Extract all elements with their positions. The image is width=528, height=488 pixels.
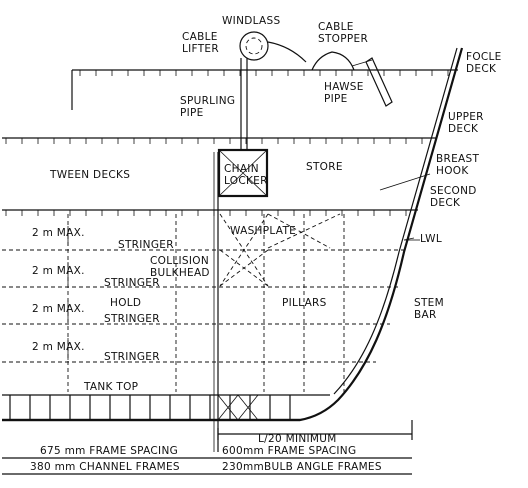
bulb-angle-frames-label: 230mmBULB ANGLE FRAMES (222, 461, 382, 473)
stringer-label-3: STRINGER (104, 313, 160, 325)
pillars-label: PILLARS (282, 297, 327, 309)
stringer-label-4: STRINGER (104, 351, 160, 363)
windlass-label: WINDLASS (222, 15, 280, 27)
stem-inner-profile (333, 47, 458, 395)
stringer-label-1: STRINGER (118, 239, 174, 251)
stem-profile (2, 47, 464, 422)
chain-locker-hatch (218, 149, 268, 197)
washplate-label: WASHPLATE (230, 225, 296, 237)
max-spacing-label-4: 2 m MAX. (32, 341, 85, 353)
chain-locker-box (217, 148, 269, 198)
washplate-bracing (219, 213, 341, 287)
max-spacing-label-1: 2 m MAX. (32, 227, 85, 239)
cable-lifter-hub (245, 37, 263, 55)
tween-decks-label: TWEEN DECKS (49, 169, 130, 181)
l20-minimum-label: L/20 MINIMUM (258, 433, 337, 445)
cable-stopper-shape (311, 51, 355, 71)
lwl-label: LWL (420, 233, 442, 245)
breast-hook-line (379, 173, 431, 191)
channel-frames-label: 380 mm CHANNEL FRAMES (30, 461, 180, 473)
frame-spacing-fwd-label: 600mm FRAME SPACING (222, 445, 356, 457)
hawse-pipe-line (351, 59, 373, 67)
double-bottom-floors (9, 395, 291, 420)
floor-bracing (217, 394, 259, 421)
cable-lifter-wheel (239, 31, 269, 61)
store-label: STORE (306, 161, 343, 173)
deck-beam-ticks (5, 70, 449, 216)
hold-label: HOLD (110, 297, 141, 309)
lwl-leader (403, 237, 415, 241)
max-spacing-label-2: 2 m MAX. (32, 265, 85, 277)
tank-top-label: TANK TOP (83, 381, 138, 393)
cable-to-stopper (267, 41, 307, 63)
frame-spacing-aft-label: 675 mm FRAME SPACING (40, 445, 178, 457)
stringer-label-2: STRINGER (104, 277, 160, 289)
hawse-pipe-shape (365, 57, 393, 107)
max-spacing-label-3: 2 m MAX. (32, 303, 85, 315)
